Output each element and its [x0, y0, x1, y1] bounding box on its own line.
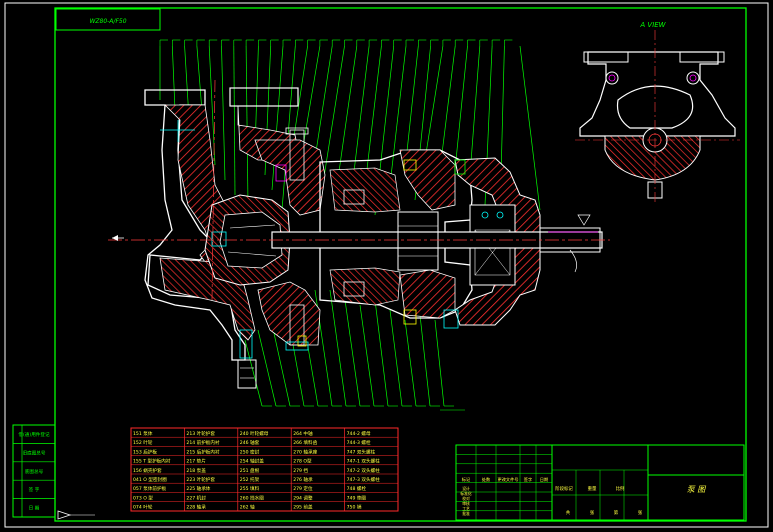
title-block-header: 处数 — [482, 476, 491, 483]
parts-table-cell: 217 垫片 — [186, 458, 206, 465]
outer-border — [4, 2, 769, 528]
parts-table-cell: 744-3 螺栓 — [347, 439, 371, 446]
fasteners — [211, 127, 466, 359]
title-block-role: 审核 — [462, 501, 470, 506]
parts-table-cell: 041 O 型密封圈 — [133, 476, 167, 483]
stamp-cell: 签 字 — [29, 486, 40, 493]
title-block-stage: 重量 — [588, 485, 597, 492]
parts-table-cell: 747 双头螺柱 — [347, 448, 376, 455]
parts-table-cell: 057 泵体前护板 — [133, 485, 167, 492]
a-view: A VIEW — [575, 21, 740, 205]
title-block-header: 日期 — [540, 477, 548, 483]
discharge-flange — [229, 87, 299, 107]
parts-table-cell: 250 密封 — [240, 448, 260, 455]
parts-table-cell: 225 轴承体 — [186, 485, 210, 492]
pump-section-view — [108, 79, 610, 389]
title-block-sheet: 共 — [566, 509, 571, 516]
stamp-cell: 借(通)用件登记 — [18, 431, 50, 438]
parts-table-cell: 264 中轴 — [293, 430, 313, 437]
parts-table-cell: 295 前盖 — [293, 504, 313, 511]
parts-table-cell: 218 泵盖 — [186, 467, 206, 474]
title-block-sheet: 第 — [614, 509, 619, 516]
parts-table-cell: 276 轴承 — [293, 476, 313, 483]
housing-hatch-lower — [329, 267, 401, 306]
a-view-label: A VIEW — [639, 21, 666, 29]
parts-table-cell: 749 垫圈 — [347, 494, 367, 501]
parts-table-cell: 260 挡水圈 — [240, 494, 264, 501]
parts-table-cell: 747-1 双头螺柱 — [347, 458, 381, 465]
parts-table-cell: 748 螺栓 — [347, 485, 367, 492]
parts-table-cell: 750 销 — [347, 504, 362, 511]
housing-hatch-upper — [329, 167, 401, 213]
pump-casing — [144, 89, 246, 361]
parts-table-cell: 246 轴套 — [240, 439, 260, 446]
title-tag-text: WZ80-A/F50 — [89, 18, 126, 25]
inboard-bearing — [397, 211, 439, 271]
parts-table-cell: 228 轴承 — [186, 504, 206, 511]
vertical-centerline — [211, 79, 216, 301]
bearing-cap-upper — [399, 149, 456, 211]
parts-table-cell: 155 T 型护板内衬 — [133, 458, 171, 465]
title-block-header: 标记 — [462, 476, 471, 483]
title-tag: WZ80-A/F50 — [55, 8, 161, 31]
parts-table-cell: 214 前护板内衬 — [186, 439, 220, 446]
parts-table-cell: 279 挡 — [293, 467, 308, 474]
title-block-stage: 比例 — [616, 485, 625, 492]
part-number-tags — [159, 39, 513, 46]
stamp-cell: 底图总号 — [25, 468, 44, 475]
title-block-header: 更改文件号 — [498, 476, 519, 483]
part-name: 泵 图 — [687, 485, 707, 494]
parts-table: 151 泵体 152 叶轮 153 后护板 155 T 型护板内衬 156 蜗壳护套 04… — [130, 427, 399, 512]
parts-table-cell: 747-2 双头螺柱 — [347, 467, 381, 474]
title-block-role: 工艺 — [462, 506, 470, 511]
stamp-cell: 日 期 — [29, 506, 40, 512]
title-block-stage: 阶段标记 — [555, 485, 573, 492]
parts-table-cell: 240 叶轮螺母 — [240, 430, 269, 437]
section-mark-icon — [112, 214, 591, 273]
parts-table-cell: 156 蜗壳护套 — [133, 467, 162, 474]
parts-table-cell: 213 叶轮护套 — [186, 430, 215, 437]
parts-table-cell: 294 调整 — [293, 494, 313, 501]
title-block-sheet: 张 — [590, 509, 595, 516]
back-plate-lower — [257, 281, 321, 346]
parts-table-cell: 254 轴封盖 — [240, 458, 264, 465]
bearing-cap-lower — [399, 269, 456, 319]
drawing-frame — [54, 7, 747, 522]
parts-table-cell: 215 后护板内衬 — [186, 448, 220, 455]
bottom-part-tags — [262, 405, 465, 411]
parts-table-cell: 073 O 型 — [133, 494, 153, 501]
bearing-bracket — [454, 157, 541, 326]
parts-table-cell: 747-3 双头螺柱 — [347, 476, 381, 483]
parts-table-cell: 744-2 螺母 — [347, 430, 371, 437]
title-block-role: 批准 — [462, 511, 470, 516]
parts-table-cell: 255 填料 — [240, 485, 260, 492]
parts-table-cell: 266 填料函 — [293, 439, 317, 446]
parts-table-cell: 223 叶轮护套 — [186, 476, 215, 483]
arrow-icon — [57, 510, 95, 520]
parts-table-cell: 227 机封 — [186, 494, 206, 501]
parts-table-cell: 278 O型 — [293, 458, 312, 465]
title-block-role: 设计 — [462, 486, 470, 491]
parts-table-cell: 279 定位 — [293, 485, 313, 492]
parts-table-cell: 152 叶轮 — [133, 439, 153, 446]
parts-table-cell: 270 轴承座 — [293, 448, 317, 455]
title-block: 泵 图 标记 处数更改文件号签字 日期设计标准化校对审核工艺批准 阶段标记 重量 比例共 张… — [455, 444, 745, 521]
parts-table-cell: 074 叶轮 — [133, 504, 153, 511]
title-block-sheet: 张 — [638, 509, 643, 516]
drain-plug — [237, 359, 257, 389]
stamp-cell: 旧底图总号 — [23, 449, 46, 456]
parts-table-cell: 252 托架 — [240, 476, 260, 483]
title-block-header: 签字 — [524, 476, 532, 482]
parts-table-cell: 153 后护板 — [133, 448, 157, 455]
parts-table-cell: 251 盘根 — [240, 467, 260, 474]
parts-table-cell: 262 轴 — [240, 504, 255, 511]
title-block-role: 校对 — [462, 496, 470, 501]
a-view-body — [579, 51, 736, 137]
title-block-role: 标准化 — [460, 491, 472, 496]
parts-table-cell: 151 泵体 — [133, 430, 153, 437]
